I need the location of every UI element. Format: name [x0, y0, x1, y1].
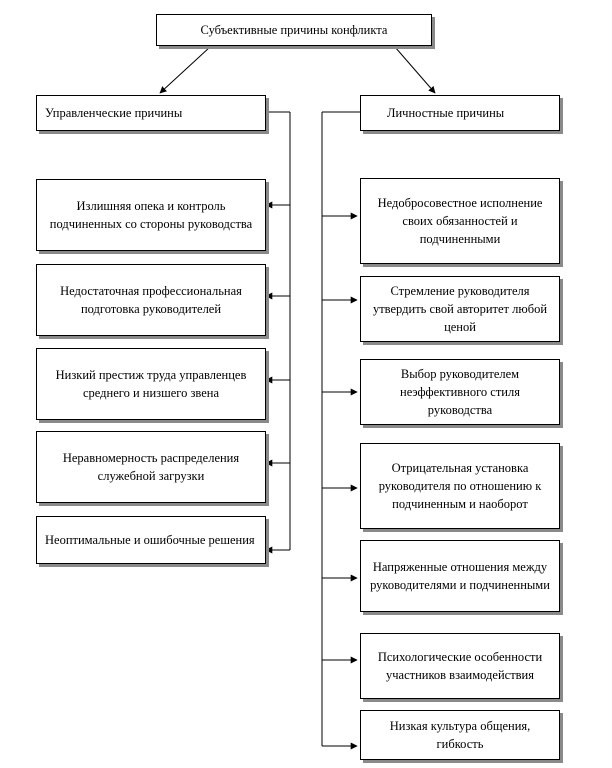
left-item-box: Неравномерность распределения служебной … — [36, 431, 266, 503]
root-to-right-arrow — [394, 46, 436, 94]
right-item-box: Низкая культура общения, гибкость — [360, 710, 560, 760]
left-item-box: Низкий престиж труда управленцев среднег… — [36, 348, 266, 420]
right-item-box: Недобросовестное исполнение своих обязан… — [360, 178, 560, 264]
root-to-left-arrow — [159, 46, 211, 94]
left-item-label: Недостаточная профессиональная подготовк… — [60, 284, 242, 316]
left-item-box: Неоптимальные и ошибочные решения — [36, 516, 266, 564]
left-header-label: Управленческие причины — [45, 106, 183, 120]
right-item-label: Недобросовестное исполнение своих обязан… — [377, 196, 543, 246]
left-header-box: Управленческие причины — [36, 95, 266, 131]
left-item-label: Неоптимальные и ошибочные решения — [45, 533, 255, 547]
left-item-box: Недостаточная профессиональная подготовк… — [36, 264, 266, 336]
right-item-label: Напряженные отношения между руководителя… — [370, 560, 550, 592]
right-item-label: Отрицательная установка руководителя по … — [378, 461, 542, 511]
right-item-box: Отрицательная установка руководителя по … — [360, 443, 560, 529]
right-item-box: Психологические особенности участников в… — [360, 633, 560, 699]
root-box: Субъективные причины конфликта — [156, 14, 432, 46]
right-header-box: Личностные причины — [360, 95, 560, 131]
left-item-label: Излишняя опека и контроль подчиненных со… — [49, 199, 253, 231]
right-item-box: Выбор руководителем неэффективного стиля… — [360, 359, 560, 425]
right-item-label: Выбор руководителем неэффективного стиля… — [400, 367, 520, 417]
right-item-label: Стремление руководителя утвердить свой а… — [372, 284, 548, 334]
right-item-label: Низкая культура общения, гибкость — [389, 719, 531, 751]
right-header-label: Личностные причины — [387, 106, 505, 120]
right-item-label: Психологические особенности участников в… — [377, 650, 543, 682]
right-item-box: Стремление руководителя утвердить свой а… — [360, 276, 560, 342]
right-item-box: Напряженные отношения между руководителя… — [360, 540, 560, 612]
left-item-label: Низкий престиж труда управленцев среднег… — [55, 368, 247, 400]
root-title: Субъективные причины конфликта — [200, 23, 388, 37]
left-item-label: Неравномерность распределения служебной … — [62, 451, 240, 483]
left-item-box: Излишняя опека и контроль подчиненных со… — [36, 179, 266, 251]
